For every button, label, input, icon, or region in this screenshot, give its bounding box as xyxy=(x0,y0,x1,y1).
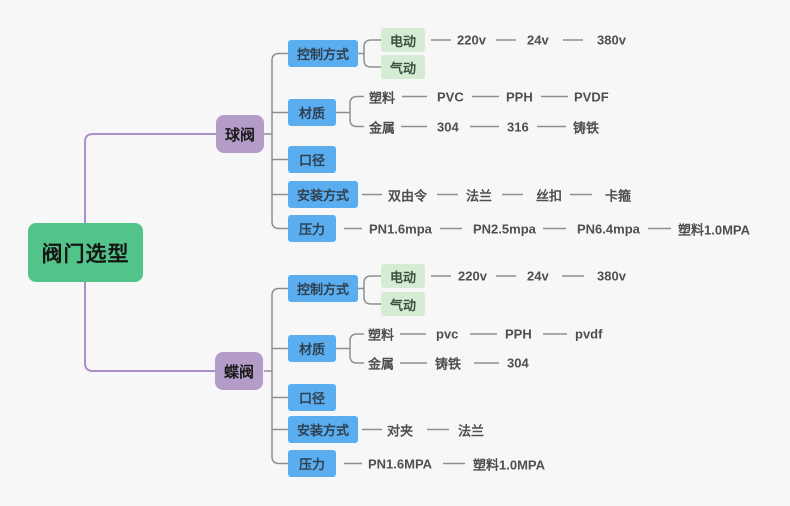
ball-install-mode-node[interactable]: 安装方式 xyxy=(288,181,358,208)
bf-voltage-24v[interactable]: 24v xyxy=(527,268,549,284)
bf-pph[interactable]: PPH xyxy=(505,326,532,342)
ball-flange[interactable]: 法兰 xyxy=(466,188,493,203)
branch-butterfly-valve[interactable]: 蝶阀 xyxy=(215,352,263,390)
bf-voltage-220v[interactable]: 220v xyxy=(458,268,487,284)
bf-voltage-380v[interactable]: 380v xyxy=(597,268,626,284)
bf-electric-node[interactable]: 电动 xyxy=(381,264,425,288)
ball-metal-node[interactable]: 金属 xyxy=(369,120,396,135)
ball-union[interactable]: 双由令 xyxy=(388,188,428,203)
ball-voltage-24v[interactable]: 24v xyxy=(527,32,549,48)
bf-plastic-pressure[interactable]: 塑料1.0MPA xyxy=(473,457,545,472)
ball-voltage-380v[interactable]: 380v xyxy=(597,32,626,48)
ball-voltage-220v[interactable]: 220v xyxy=(457,32,486,48)
bf-material-node[interactable]: 材质 xyxy=(288,335,336,362)
ball-cast-iron[interactable]: 铸铁 xyxy=(573,120,600,135)
ball-control-mode-node[interactable]: 控制方式 xyxy=(288,40,358,67)
ball-pn64[interactable]: PN6.4mpa xyxy=(577,221,640,236)
ball-plastic-pressure[interactable]: 塑料1.0MPA xyxy=(678,222,750,237)
bf-install-mode-node[interactable]: 安装方式 xyxy=(288,416,358,443)
ball-pn16[interactable]: PN1.6mpa xyxy=(369,221,432,236)
bf-pn16[interactable]: PN1.6MPA xyxy=(368,456,433,471)
ball-pneumatic-node[interactable]: 气动 xyxy=(381,55,425,79)
ball-clamp[interactable]: 卡箍 xyxy=(605,188,632,203)
ball-316[interactable]: 316 xyxy=(507,119,529,134)
bf-wafer[interactable]: 对夹 xyxy=(387,423,414,438)
root-node[interactable]: 阀门选型 xyxy=(28,223,143,282)
bf-flange[interactable]: 法兰 xyxy=(458,423,485,438)
bf-metal-node[interactable]: 金属 xyxy=(368,356,395,372)
bf-cast-iron[interactable]: 铸铁 xyxy=(435,356,462,372)
bf-304[interactable]: 304 xyxy=(507,355,529,371)
ball-pph[interactable]: PPH xyxy=(506,89,533,104)
topic-connectors xyxy=(264,39,671,465)
bf-pneumatic-node[interactable]: 气动 xyxy=(381,292,425,316)
ball-304[interactable]: 304 xyxy=(437,119,459,134)
ball-thread[interactable]: 丝扣 xyxy=(536,188,563,203)
bf-pvdf[interactable]: pvdf xyxy=(575,326,603,342)
ball-pvdf[interactable]: PVDF xyxy=(574,89,609,104)
bf-control-mode-node[interactable]: 控制方式 xyxy=(288,275,358,302)
ball-diameter-node[interactable]: 口径 xyxy=(288,146,336,173)
branch-ball-valve[interactable]: 球阀 xyxy=(216,115,264,153)
bf-pressure-node[interactable]: 压力 xyxy=(288,450,336,477)
ball-plastic-node[interactable]: 塑料 xyxy=(369,90,396,105)
bf-pvc[interactable]: pvc xyxy=(436,326,459,342)
ball-pressure-node[interactable]: 压力 xyxy=(288,215,336,242)
root-branch-connectors xyxy=(84,133,216,372)
bf-diameter-node[interactable]: 口径 xyxy=(288,384,336,411)
ball-electric-node[interactable]: 电动 xyxy=(381,28,425,52)
ball-pvc[interactable]: PVC xyxy=(437,89,464,104)
ball-pn25[interactable]: PN2.5mpa xyxy=(473,221,536,236)
ball-material-node[interactable]: 材质 xyxy=(288,99,336,126)
bf-plastic-node[interactable]: 塑料 xyxy=(368,327,395,343)
